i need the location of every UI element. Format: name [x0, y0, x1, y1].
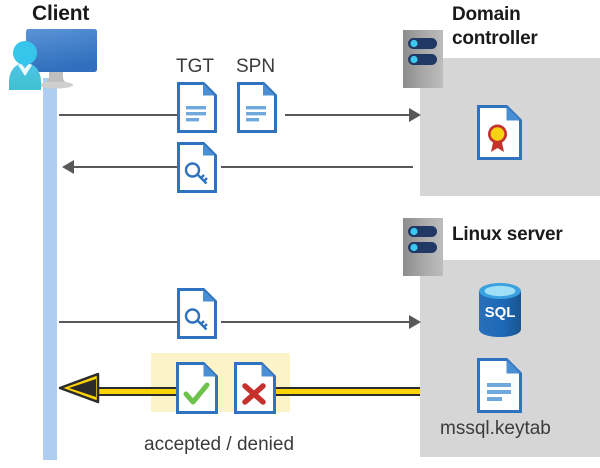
flow-line-present-right	[221, 321, 413, 323]
svg-text:SQL: SQL	[485, 304, 516, 321]
document-icon-keytab	[477, 358, 522, 413]
flow-line-present-left	[59, 321, 177, 323]
arrowhead-to-domain-controller	[409, 108, 421, 122]
token-label-spn: SPN	[236, 56, 276, 77]
flow-line-request-right	[285, 114, 413, 116]
result-arrowhead-to-client	[58, 372, 100, 404]
user-computer-icon	[9, 29, 97, 90]
keytab-filename-label: mssql.keytab	[440, 418, 551, 439]
client-title: Client	[32, 2, 90, 25]
certificate-document-icon	[477, 105, 522, 160]
key-document-icon-presented-ticket	[177, 288, 217, 339]
flow-line-ticket-right	[221, 166, 413, 168]
domain-controller-title-line2: controller	[452, 28, 538, 49]
result-arrow-line-left	[94, 387, 192, 396]
document-cross-icon-denied	[234, 362, 276, 414]
flow-line-ticket-left	[74, 166, 177, 168]
server-rack-icon-domain-controller	[403, 30, 443, 88]
server-rack-icon-linux-server	[403, 218, 443, 276]
linux-server-title: Linux server	[452, 224, 563, 245]
domain-controller-title-line1: Domain	[452, 4, 521, 25]
document-icon-tgt	[177, 82, 217, 133]
arrowhead-to-client-ticket	[62, 160, 74, 174]
document-icon-spn	[237, 82, 277, 133]
arrowhead-to-linux-server	[409, 315, 421, 329]
sql-database-icon: SQL	[479, 283, 521, 337]
token-label-tgt: TGT	[176, 56, 214, 77]
result-label: accepted / denied	[144, 434, 295, 455]
domain-controller-title: Domain controller	[452, 3, 592, 51]
client-lifeline	[43, 78, 57, 460]
document-check-icon-accepted	[176, 362, 218, 414]
flow-line-request-left	[59, 114, 177, 116]
key-document-icon-service-ticket	[177, 142, 217, 193]
result-arrow-line-right	[273, 387, 420, 396]
